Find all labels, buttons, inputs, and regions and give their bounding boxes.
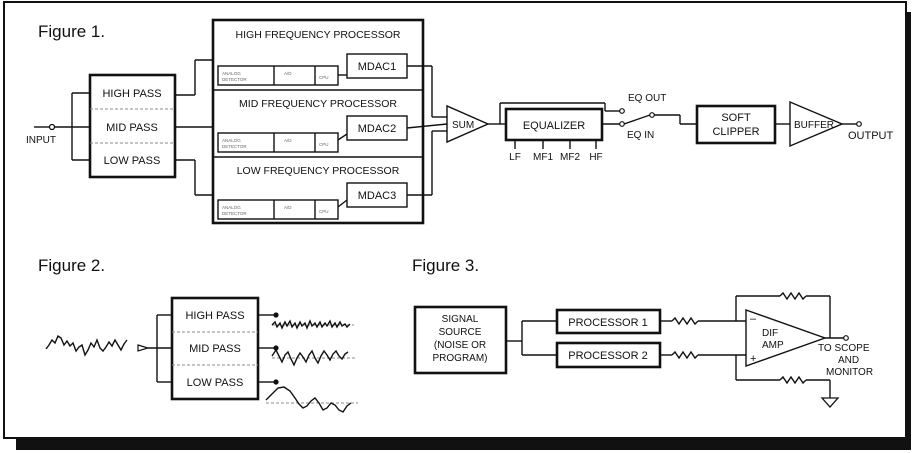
processor-1-label: PROCESSOR 1 [568, 317, 647, 329]
mdac2-label: MDAC2 [358, 123, 397, 135]
low-frequency-processor: LOW FREQUENCY PROCESSOR ANALOG DETECTOR … [217, 165, 408, 220]
fig2-high-pass-label: HIGH PASS [185, 310, 244, 322]
buffer-label: BUFFER [794, 120, 834, 131]
figure-1-title: Figure 1. [38, 22, 105, 41]
eq-control-lf: LF [509, 152, 521, 163]
eq-switch-pivot [649, 112, 655, 118]
module-fineprint: A/D [284, 138, 292, 143]
feedback-resistor [779, 291, 807, 301]
figure-3: Figure 3. SIGNAL SOURCE (NOISE OR PROGRA… [412, 256, 873, 408]
signal-source-box [413, 305, 508, 375]
mid-frequency-processor: MID FREQUENCY PROCESSOR ANALOG DETECTOR … [217, 98, 408, 153]
mdac1-label: MDAC1 [358, 61, 397, 73]
module-fineprint: ANALOG [222, 71, 241, 76]
processor-title: MID FREQUENCY PROCESSOR [239, 98, 397, 110]
module-fineprint: CPU [319, 142, 329, 147]
module-fineprint: ANALOG [222, 138, 241, 143]
high-pass-waveform [271, 319, 351, 330]
eq-control-mf2: MF2 [560, 152, 580, 163]
eq-in-label: EQ IN [627, 130, 654, 141]
signal-source-label: (NOISE OR [434, 340, 486, 351]
module-fineprint: A/D [284, 205, 292, 210]
difamp-label: DIF [762, 328, 778, 339]
strip-to-mdac [337, 199, 348, 208]
buffer-amplifier [789, 100, 844, 148]
module-fineprint: A/D [284, 71, 292, 76]
processor-2-label: PROCESSOR 2 [568, 350, 647, 362]
output-label: OUTPUT [848, 130, 894, 142]
amp-minus: – [750, 313, 757, 325]
module-fineprint: ANALOG [222, 205, 241, 210]
signal-source-label: PROGRAM) [433, 353, 488, 364]
soft-clipper-label: SOFT [721, 112, 751, 124]
sum-label: SUM [452, 120, 474, 131]
fig2-low-terminal [273, 379, 279, 385]
low-pass-waveform [265, 386, 352, 413]
eq-control-mf1: MF1 [533, 152, 553, 163]
to-scope-label: TO SCOPE [818, 343, 870, 354]
module-fineprint: DETECTOR [222, 144, 247, 149]
eq-out-contact [619, 108, 625, 114]
strip-to-mdac [337, 133, 348, 141]
signal-source-label: SIGNAL [442, 314, 479, 325]
ground-symbol [820, 397, 840, 408]
eq-out-label: EQ OUT [628, 93, 666, 104]
processor-module-strip [217, 199, 339, 220]
to-scope-label: MONITOR [826, 367, 873, 378]
module-fineprint: CPU [319, 75, 329, 80]
processor-title: HIGH FREQUENCY PROCESSOR [236, 29, 401, 41]
signal-source-label: SOURCE [439, 327, 482, 338]
figure-1: Figure 1. INPUT HIGH PASS MID PASS LOW P… [26, 18, 894, 225]
input-label: INPUT [26, 135, 56, 146]
fig2-mid-terminal [273, 345, 279, 351]
difference-amplifier [745, 309, 828, 367]
processor-stack [211, 18, 425, 225]
processor-title: LOW FREQUENCY PROCESSOR [237, 165, 400, 177]
input-arrow [137, 344, 151, 352]
soft-clipper-label: CLIPPER [712, 126, 759, 138]
figure-2: Figure 2. HIGH PASS MID PASS LOW PASS [38, 256, 358, 413]
high-pass-label: HIGH PASS [102, 88, 161, 100]
eq-in-contact [619, 121, 625, 127]
mid-pass-label: MID PASS [106, 122, 158, 134]
fig2-low-pass-label: LOW PASS [187, 377, 244, 389]
module-fineprint: CPU [319, 209, 329, 214]
output-terminal [856, 121, 862, 127]
fig2-high-terminal [273, 312, 279, 318]
figure-3-title: Figure 3. [412, 256, 479, 275]
processor-module-strip [217, 132, 339, 153]
input-resistor-2 [671, 350, 699, 360]
difamp-label: AMP [762, 340, 784, 351]
module-fineprint: DETECTOR [222, 77, 247, 82]
mdac3-label: MDAC3 [358, 190, 397, 202]
figure-2-title: Figure 2. [38, 256, 105, 275]
amp-plus: + [750, 353, 756, 365]
equalizer-label: EQUALIZER [523, 120, 585, 132]
filter-bank [88, 73, 177, 179]
scope-terminal [843, 335, 849, 341]
input-terminal [48, 123, 56, 131]
input-waveform [45, 334, 128, 357]
ground-resistor [779, 375, 807, 385]
to-scope-label: AND [838, 355, 859, 366]
fig2-mid-pass-label: MID PASS [189, 343, 241, 355]
eq-control-hf: HF [589, 152, 602, 163]
high-frequency-processor: HIGH FREQUENCY PROCESSOR ANALOG DETECTOR… [217, 29, 408, 86]
low-pass-label: LOW PASS [104, 155, 161, 167]
sum-amplifier [446, 104, 490, 144]
input-resistor-1 [671, 316, 699, 326]
module-fineprint: DETECTOR [222, 211, 247, 216]
eq-switch-arm [623, 114, 651, 125]
mdac2-out [406, 123, 448, 129]
mid-pass-waveform [271, 348, 349, 367]
